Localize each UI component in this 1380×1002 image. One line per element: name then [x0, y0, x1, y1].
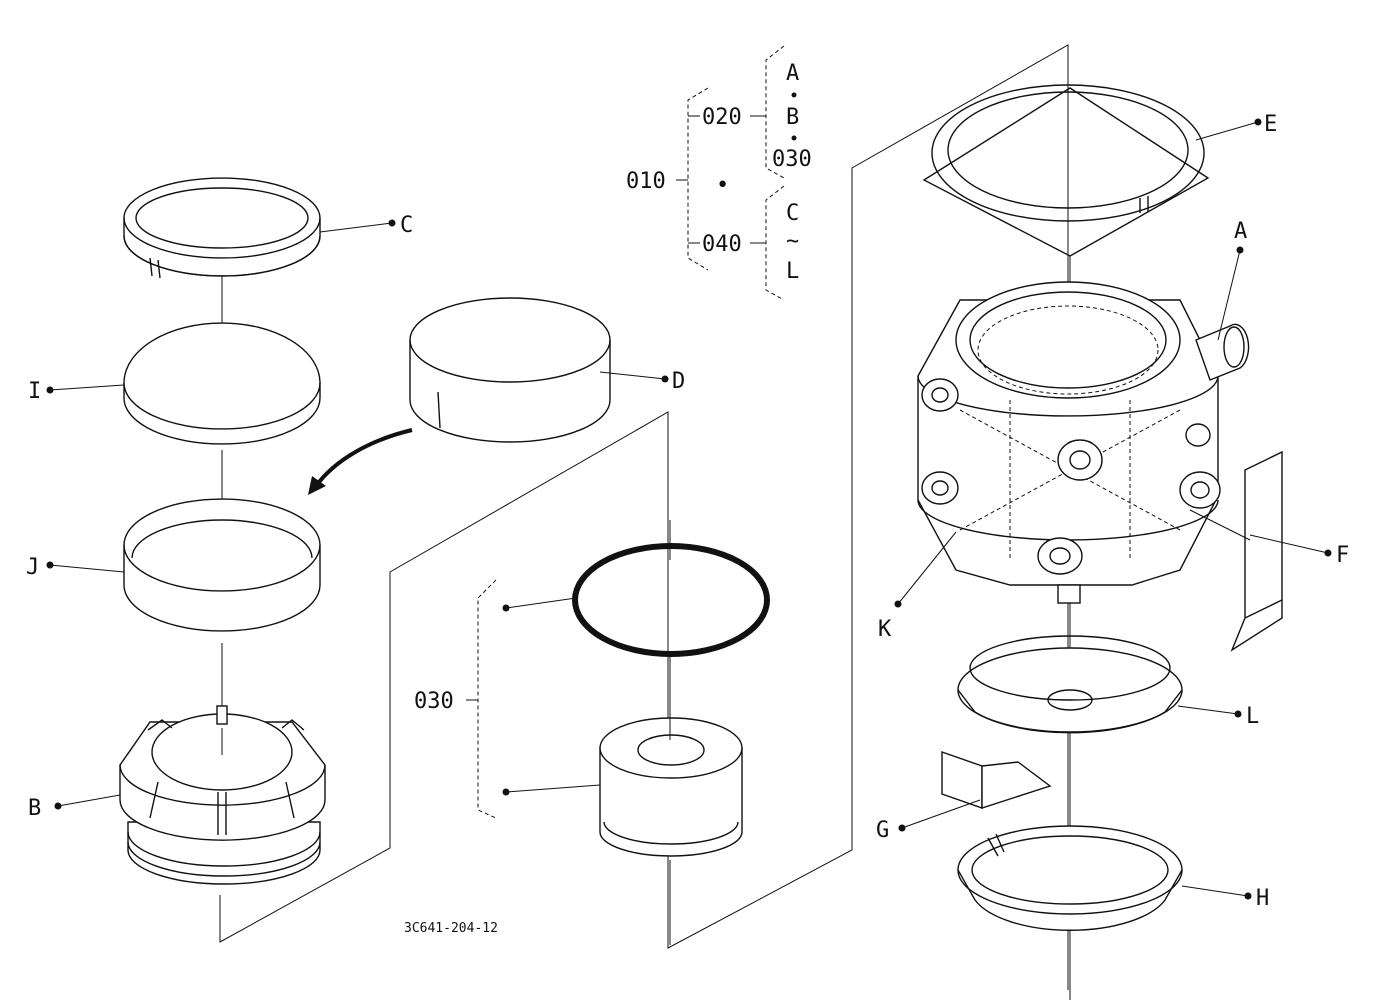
label-l: L — [1246, 704, 1259, 729]
drawing-code: 3C641-204-12 — [404, 921, 498, 936]
part-f-strip — [1230, 450, 1283, 652]
leader-dots — [46, 118, 1332, 900]
o-ring — [572, 543, 770, 657]
part-l-bowl — [957, 635, 1183, 734]
tree-sep: • — [716, 173, 729, 198]
part-k-housing — [917, 281, 1250, 604]
part-g-clip — [941, 751, 1052, 809]
label-e: E — [1264, 112, 1277, 137]
arrow-d-to-j — [314, 428, 413, 488]
tree-040-to: L — [786, 259, 799, 284]
label-g: G — [876, 818, 889, 843]
tree-root-010: 010 — [626, 169, 666, 194]
part-b-cap — [119, 705, 326, 885]
label-f: F — [1336, 543, 1349, 568]
part-e-gasket — [922, 84, 1210, 257]
tree-040: 040 — [702, 232, 742, 257]
label-j: J — [26, 555, 39, 580]
tree-020-b: B — [786, 105, 799, 130]
tree-020-a: A — [786, 61, 799, 86]
tree-040-from: C — [786, 201, 799, 226]
label-d: D — [672, 369, 685, 394]
part-d-band — [409, 297, 611, 443]
part-c-split-ring — [123, 177, 321, 279]
group-030: 030 — [414, 579, 497, 819]
tree-020-030: 030 — [772, 147, 812, 172]
tree-020: 020 — [702, 105, 742, 130]
label-k: K — [878, 617, 892, 642]
group-030-label: 030 — [414, 689, 454, 714]
label-c: C — [400, 213, 413, 238]
label-h: H — [1256, 886, 1269, 911]
part-j-ring — [123, 498, 321, 632]
label-b: B — [28, 796, 41, 821]
part-i-disc — [123, 322, 321, 445]
tree-040-tilde: ~ — [786, 229, 799, 254]
composition-tree: 010 • 020 A B 030 040 C ~ L — [626, 45, 812, 301]
leader-lines — [49, 121, 1329, 897]
label-i: I — [28, 379, 41, 404]
frame-lines — [219, 44, 1069, 990]
filter-element — [599, 715, 743, 857]
part-h-bowl — [957, 825, 1183, 931]
label-a: A — [1234, 219, 1247, 244]
